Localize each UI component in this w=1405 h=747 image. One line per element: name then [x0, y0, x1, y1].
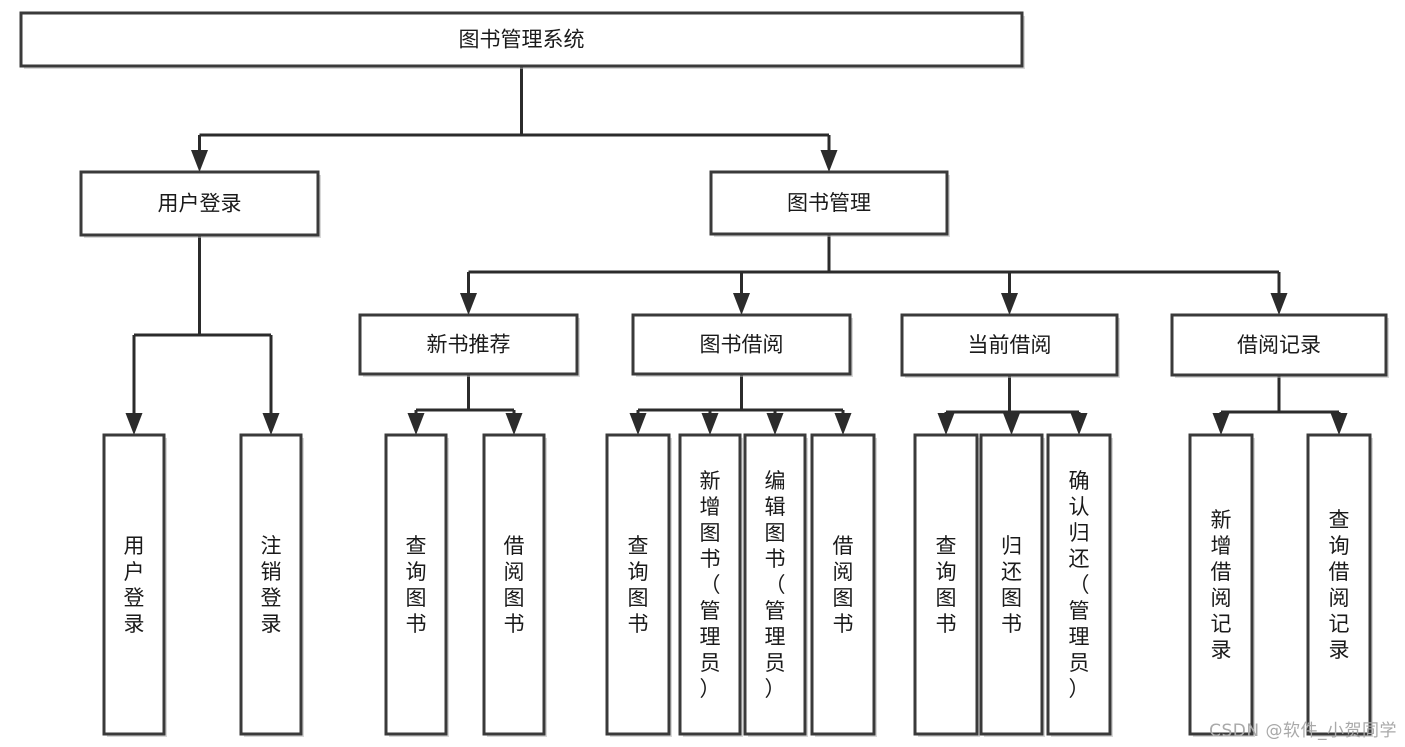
node-leaf-query-book[interactable]: 查询图书: [605, 433, 672, 737]
node-box[interactable]: [102, 433, 166, 736]
node-label: 图书借阅: [700, 333, 784, 357]
arrow-head-icon: [1330, 413, 1348, 435]
node-box[interactable]: [743, 433, 807, 736]
node-label: 借阅图书: [504, 534, 525, 636]
node-label: 注销登录: [261, 534, 282, 636]
node-label: 用户登录: [158, 192, 242, 216]
arrow-head-icon: [1212, 413, 1230, 435]
arrow-head-icon: [1003, 413, 1020, 435]
node-leaf-user-login[interactable]: 用户登录: [102, 433, 167, 737]
node-label: 确认归还（管理员）: [1069, 469, 1090, 701]
connector-group-borrow-record: [1212, 375, 1348, 435]
node-box[interactable]: [979, 433, 1044, 736]
arrow-head-icon: [262, 413, 280, 435]
node-label: 新增借阅记录: [1211, 508, 1232, 662]
node-box[interactable]: [79, 170, 320, 237]
node-label: 编辑图书（管理员）: [765, 469, 786, 701]
node-box[interactable]: [1188, 433, 1254, 736]
arrow-head-icon: [937, 413, 955, 435]
node-label: 当前借阅: [968, 333, 1052, 357]
connector-group-book-borrow: [629, 374, 852, 435]
node-box[interactable]: [482, 433, 546, 736]
node-label: 查询图书: [628, 534, 649, 636]
node-box[interactable]: [810, 433, 876, 736]
node-leaf-query-record[interactable]: 查询借阅记录: [1306, 433, 1373, 737]
node-leaf-add-record[interactable]: 新增借阅记录: [1188, 433, 1255, 737]
connector-group-new-book-rec: [407, 374, 523, 435]
node-box[interactable]: [1306, 433, 1372, 736]
arrow-head-icon: [460, 293, 477, 315]
node-box[interactable]: [384, 433, 448, 736]
node-label: 查询图书: [406, 534, 427, 636]
node-box[interactable]: [631, 313, 852, 376]
node-label: 查询借阅记录: [1329, 508, 1350, 662]
node-leaf-borrow-book-rec[interactable]: 借阅图书: [482, 433, 547, 737]
node-leaf-edit-book[interactable]: 编辑图书（管理员）: [743, 433, 808, 737]
node-leaf-confirm-return[interactable]: 确认归还（管理员）: [1046, 433, 1113, 737]
node-book-manage[interactable]: 图书管理: [709, 170, 950, 237]
node-box[interactable]: [1046, 433, 1112, 736]
node-box[interactable]: [19, 11, 1024, 68]
arrow-head-icon: [701, 413, 719, 435]
node-label: 图书管理系统: [459, 28, 585, 52]
node-leaf-return-book[interactable]: 归还图书: [979, 433, 1045, 737]
node-box[interactable]: [358, 313, 579, 376]
arrow-head-icon: [1001, 293, 1018, 315]
arrow-head-icon: [125, 413, 143, 435]
nodes-layer: 图书管理系统用户登录图书管理新书推荐图书借阅当前借阅借阅记录用户登录注销登录查询…: [19, 11, 1389, 737]
connector-group-current-borrow: [937, 375, 1088, 435]
arrow-head-icon: [766, 413, 784, 435]
arrow-head-icon: [407, 413, 425, 435]
node-box[interactable]: [1170, 313, 1388, 377]
node-label: 图书管理: [787, 191, 871, 215]
arrow-head-icon: [834, 413, 852, 435]
node-book-borrow[interactable]: 图书借阅: [631, 313, 853, 377]
node-label: 用户登录: [124, 534, 145, 636]
node-box[interactable]: [678, 433, 742, 736]
node-borrow-record[interactable]: 借阅记录: [1170, 313, 1389, 378]
node-label: 查询图书: [936, 534, 957, 636]
connector-group-root: [191, 66, 838, 172]
node-current-borrow[interactable]: 当前借阅: [900, 313, 1120, 378]
watermark-label: CSDN @软件_小贺同学: [1209, 721, 1397, 741]
arrow-head-icon: [191, 150, 208, 172]
arrow-head-icon: [820, 150, 838, 172]
node-label: 新书推荐: [427, 333, 511, 357]
edges-layer: [125, 66, 1348, 435]
connector-group-user-login: [125, 235, 280, 435]
arrow-head-icon: [1270, 293, 1288, 315]
node-new-book-rec[interactable]: 新书推荐: [358, 313, 580, 377]
node-box[interactable]: [900, 313, 1119, 377]
node-user-login[interactable]: 用户登录: [79, 170, 321, 238]
node-leaf-query-book-cur[interactable]: 查询图书: [913, 433, 980, 737]
node-leaf-logout[interactable]: 注销登录: [239, 433, 304, 737]
node-leaf-add-book[interactable]: 新增图书（管理员）: [678, 433, 743, 737]
node-label: 借阅记录: [1237, 333, 1321, 357]
arrow-head-icon: [505, 413, 523, 435]
node-label: 归还图书: [1001, 534, 1022, 636]
node-box[interactable]: [239, 433, 303, 736]
node-label: 借阅图书: [833, 534, 854, 636]
node-box[interactable]: [605, 433, 671, 736]
node-leaf-borrow-book[interactable]: 借阅图书: [810, 433, 877, 737]
node-box[interactable]: [913, 433, 979, 736]
arrow-head-icon: [629, 413, 647, 435]
node-root[interactable]: 图书管理系统: [19, 11, 1025, 69]
node-leaf-query-book-rec[interactable]: 查询图书: [384, 433, 449, 737]
arrow-head-icon: [1070, 413, 1088, 435]
arrow-head-icon: [733, 293, 750, 315]
node-box[interactable]: [709, 170, 949, 236]
connector-group-book-manage: [460, 234, 1288, 315]
node-label: 新增图书（管理员）: [700, 469, 721, 701]
